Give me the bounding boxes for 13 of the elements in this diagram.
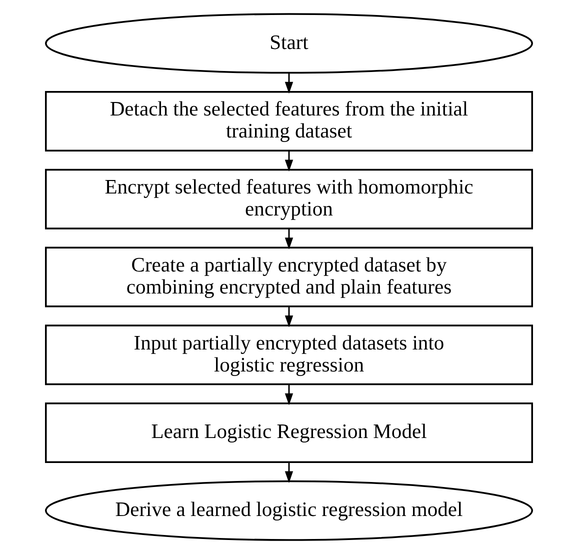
node-box: Detach the selected features from the initial training dataset — [45, 91, 533, 152]
node-ellipse: Derive a learned logistic regression model — [45, 480, 533, 541]
arrow — [284, 151, 294, 172]
arrow — [284, 228, 294, 250]
node-box: Input partially encrypted datasets into logistic regression — [45, 324, 533, 386]
node-box: Encrypt selected features with homomorphic encryption — [45, 168, 533, 230]
arrow — [284, 384, 294, 406]
node-box: Learn Logistic Regression Model — [45, 402, 533, 463]
arrow — [284, 73, 294, 94]
node-ellipse: Start — [45, 13, 533, 74]
arrow — [284, 462, 294, 483]
node-box: Create a partially encrypted dataset by combining encrypted and plain features — [45, 246, 533, 308]
arrow — [284, 306, 294, 328]
